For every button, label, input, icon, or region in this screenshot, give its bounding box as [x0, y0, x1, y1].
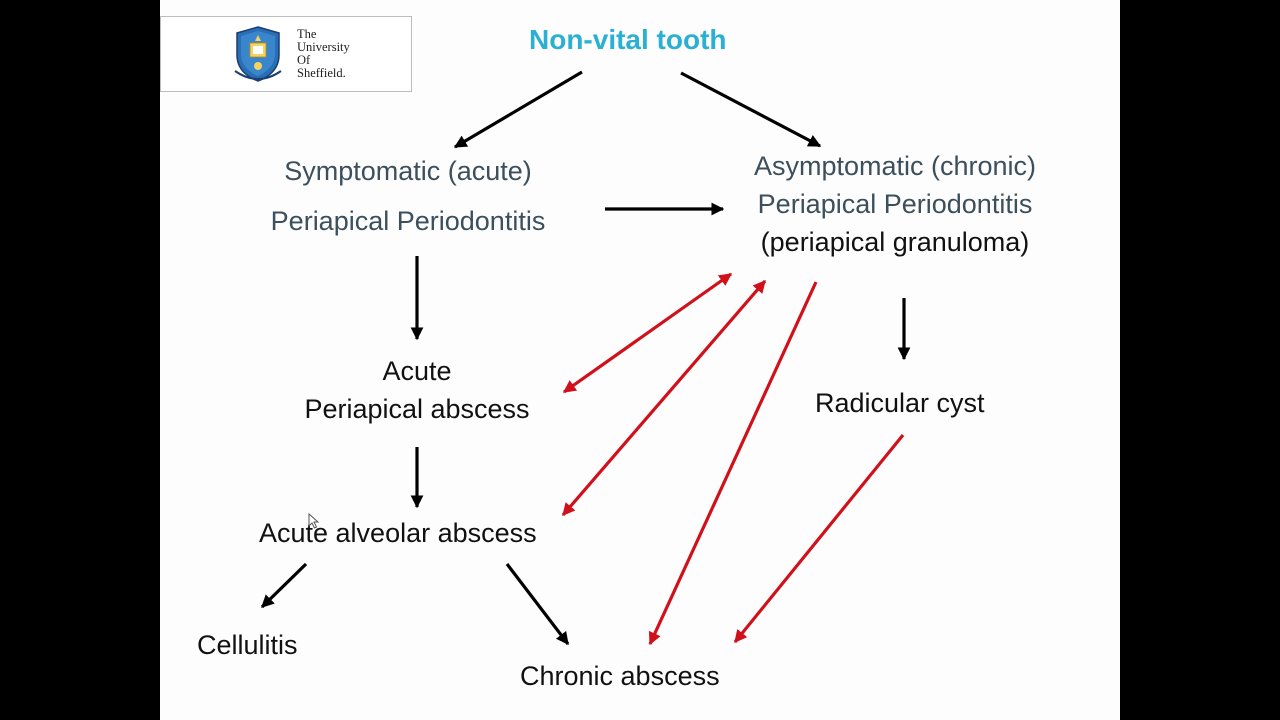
logo-line: The [297, 27, 317, 41]
node-symptomatic-line2: Periapical Periodontitis [270, 206, 546, 236]
node-acute-pa-line2: Periapical abscess [304, 394, 530, 424]
logo-wordmark: The University Of Sheffield. [297, 28, 350, 80]
node-cellulitis: Cellulitis [197, 630, 298, 660]
node-asymptomatic-line2: Periapical Periodontitis [757, 189, 1033, 219]
node-acute-periapical-abscess: Acute Periapical abscess [277, 352, 557, 428]
logo-line: Sheffield. [297, 66, 346, 80]
arrow-title-to-symptomatic [453, 70, 583, 149]
arrow-title-to-asymptomatic [680, 71, 822, 148]
node-acute-alveolar-abscess: Acute alveolar abscess [259, 518, 537, 548]
red-arrow-granuloma-chronic [648, 281, 818, 646]
shield-crest-icon [234, 26, 282, 82]
node-asymptomatic-line3: (periapical granuloma) [760, 227, 1030, 257]
node-asymptomatic: Asymptomatic (chronic) Periapical Period… [715, 147, 1075, 261]
university-logo: The University Of Sheffield. [160, 16, 412, 92]
red-arrow-granuloma-acute-pa [562, 272, 733, 394]
node-non-vital-tooth: Non-vital tooth [529, 24, 727, 55]
node-chronic-abscess: Chronic abscess [520, 661, 720, 691]
logo-line: University [297, 40, 350, 54]
node-radicular-cyst: Radicular cyst [815, 388, 985, 418]
mouse-pointer-icon [308, 513, 320, 529]
node-symptomatic: Symptomatic (acute) Periapical Periodont… [238, 146, 578, 246]
arrow-alveolar-to-cellulitis [260, 562, 308, 609]
node-asymptomatic-line1: Asymptomatic (chronic) [753, 151, 1037, 181]
red-arrow-granuloma-alveolar [561, 279, 767, 517]
node-acute-pa-line1: Acute [382, 356, 452, 386]
arrow-alveolar-to-chronic [505, 563, 570, 646]
red-arrow-cyst-chronic [733, 433, 905, 644]
logo-line: Of [297, 53, 311, 67]
node-symptomatic-line1: Symptomatic (acute) [284, 156, 532, 186]
